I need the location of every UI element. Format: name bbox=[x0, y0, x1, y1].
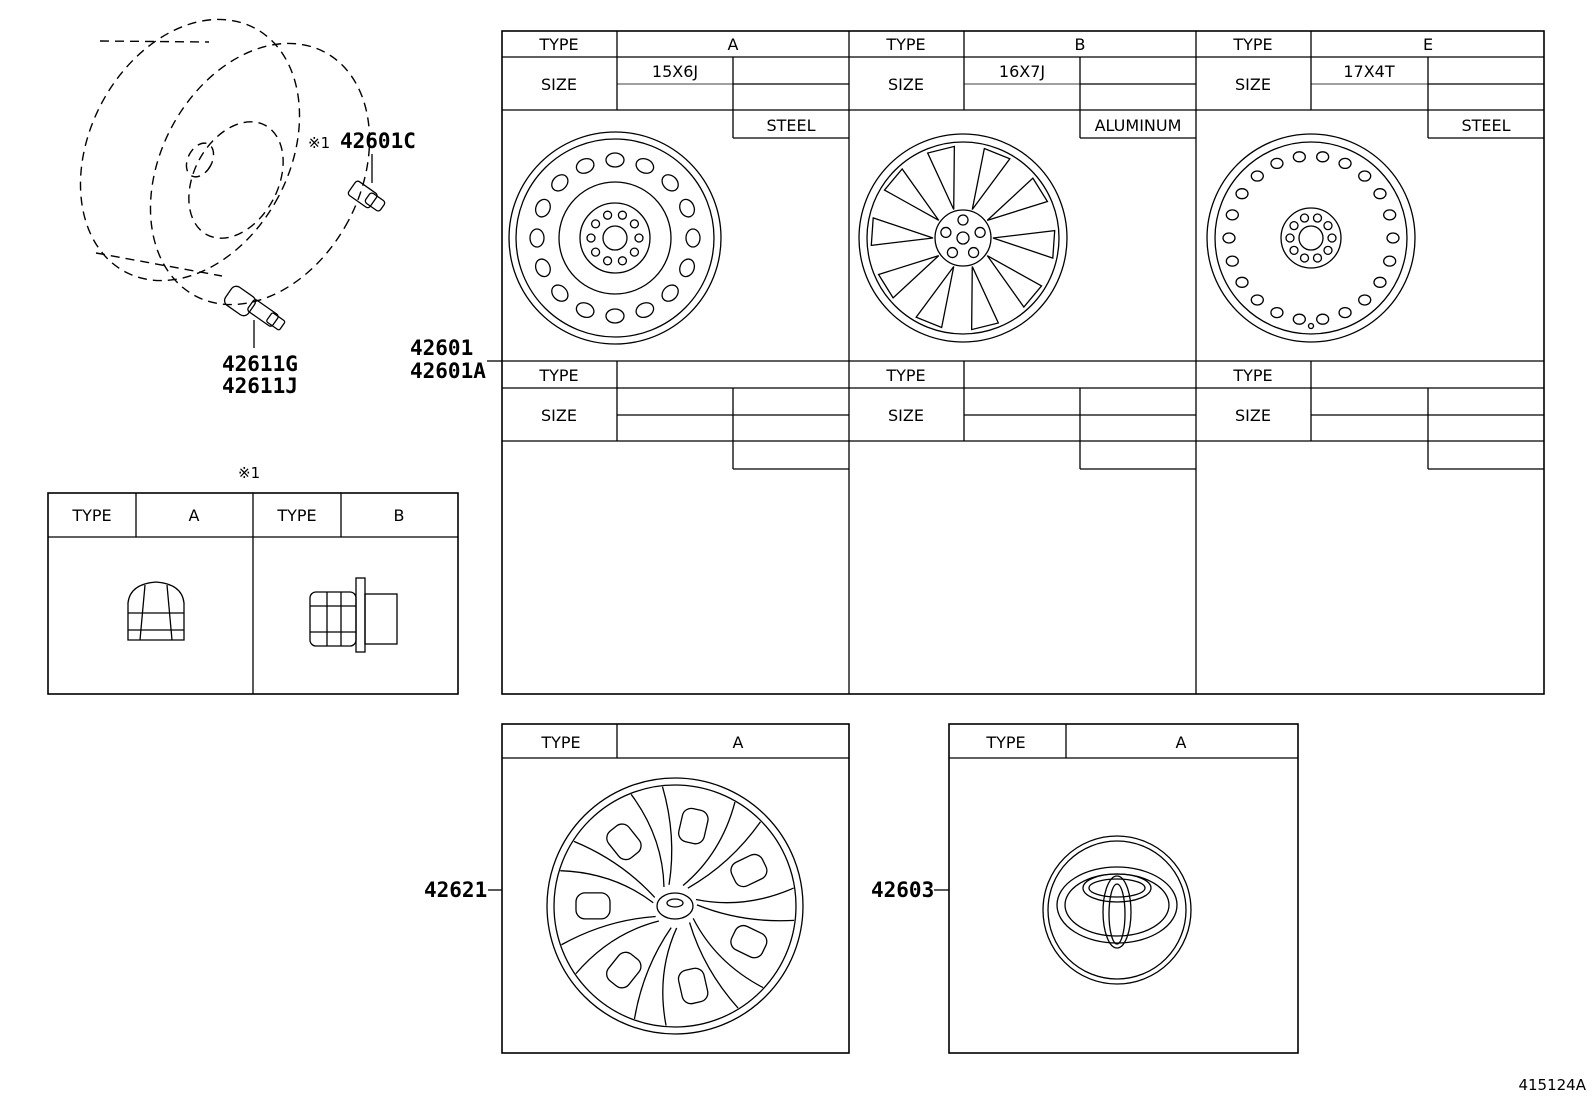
empty-2-type-label: TYPE bbox=[885, 366, 925, 385]
valve-number-1: 42611G bbox=[222, 352, 298, 376]
steel-wheel-a-illustration bbox=[508, 131, 722, 345]
wheel-b-type: B bbox=[1075, 35, 1086, 54]
wheel-cover-number: 42621 bbox=[424, 878, 487, 902]
nut-b-illustration bbox=[309, 577, 398, 653]
wheel-a-type: A bbox=[728, 35, 739, 54]
center-cap-number: 42603 bbox=[871, 878, 934, 902]
nut-a-illustration bbox=[127, 581, 185, 641]
wheel-a-type-label: TYPE bbox=[538, 35, 578, 54]
wheel-col-b-grid bbox=[963, 31, 1196, 470]
wheel-a-material: STEEL bbox=[766, 116, 815, 135]
center-cap-table: TYPE A bbox=[948, 723, 1299, 1054]
wheel-b-type-label: TYPE bbox=[885, 35, 925, 54]
wheel-cover-illustration bbox=[546, 777, 804, 1035]
wheel-b-material: ALUMINUM bbox=[1095, 116, 1182, 135]
wheel-a-size-label: SIZE bbox=[541, 75, 577, 94]
empty-2-size-label: SIZE bbox=[888, 406, 924, 425]
wheel-e-size-label: SIZE bbox=[1235, 75, 1271, 94]
wheel-cover-table: TYPE A bbox=[501, 723, 850, 1054]
valve-core-number: 42601C bbox=[340, 129, 416, 153]
empty-3-type-label: TYPE bbox=[1232, 366, 1272, 385]
wheel-cover-label: 42621 bbox=[424, 878, 502, 902]
nut-type-label-b: TYPE bbox=[276, 506, 316, 525]
wheel-col-a-grid bbox=[616, 31, 849, 470]
nut-table: ※1 TYPE A TYPE B bbox=[47, 464, 459, 695]
center-cap-label: 42603 bbox=[871, 878, 949, 902]
wheel-b-size-label: SIZE bbox=[888, 75, 924, 94]
valve-core-part: ※1 42601C bbox=[308, 129, 416, 212]
nut-table-note: ※1 bbox=[238, 464, 260, 482]
wheel-table: TYPE A SIZE 15X6J STEEL TYPE B SIZE 16X7… bbox=[501, 30, 1545, 695]
aluminum-wheel-b-illustration bbox=[858, 133, 1068, 343]
figure-id: 415124A bbox=[1518, 1076, 1586, 1094]
empty-1-type-label: TYPE bbox=[538, 366, 578, 385]
wheel-e-type-label: TYPE bbox=[1232, 35, 1272, 54]
tire-illustration bbox=[79, 18, 371, 306]
empty-3-size-label: SIZE bbox=[1235, 406, 1271, 425]
empty-1-size-label: SIZE bbox=[541, 406, 577, 425]
nut-type-label-a: TYPE bbox=[71, 506, 111, 525]
valve-number-2: 42611J bbox=[222, 374, 298, 398]
wheel-number-1: 42601 bbox=[410, 336, 473, 360]
wheel-number-2: 42601A bbox=[410, 359, 486, 383]
nut-type-a: A bbox=[189, 506, 200, 525]
cap-type: A bbox=[1176, 733, 1187, 752]
wheel-e-size: 17X4T bbox=[1343, 62, 1395, 81]
wheel-a-size: 15X6J bbox=[652, 62, 698, 81]
center-cap-illustration bbox=[1042, 835, 1192, 985]
tire-valve-part: 42611G 42611J bbox=[222, 285, 298, 398]
wheel-b-size: 16X7J bbox=[999, 62, 1045, 81]
valve-core-note: ※1 bbox=[308, 134, 330, 152]
wheel-e-type: E bbox=[1423, 35, 1433, 54]
cap-type-label: TYPE bbox=[985, 733, 1025, 752]
steel-wheel-e-illustration bbox=[1206, 133, 1416, 343]
nut-type-b: B bbox=[394, 506, 405, 525]
wheel-assembly-label: 42601 42601A bbox=[410, 336, 502, 383]
wheel-e-material: STEEL bbox=[1461, 116, 1510, 135]
wheel-col-e-grid bbox=[1310, 31, 1544, 470]
cover-type: A bbox=[733, 733, 744, 752]
cover-type-label: TYPE bbox=[540, 733, 580, 752]
